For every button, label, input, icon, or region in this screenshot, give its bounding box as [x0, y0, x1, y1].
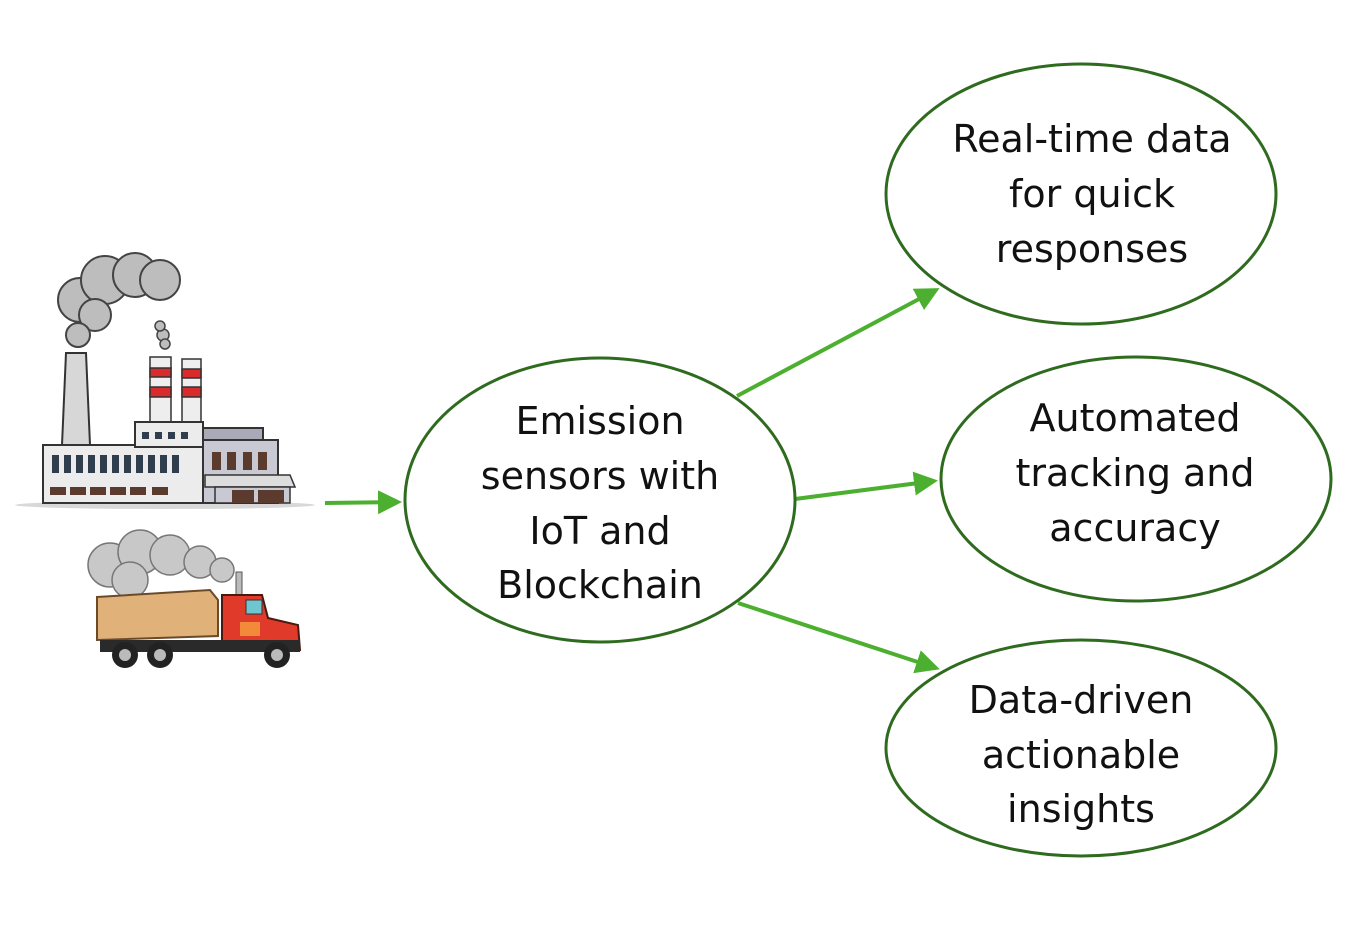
center-ellipse: [403, 356, 797, 644]
center-text-line: Emission: [515, 399, 684, 443]
outcome-ellipse: [884, 62, 1278, 326]
chimney: [60, 352, 92, 446]
truck-illustration: [87, 529, 302, 668]
outcome-text-line: responses: [996, 227, 1188, 271]
outcome-text-line: for quick: [1009, 172, 1175, 216]
factory-illustration: [15, 252, 315, 509]
wheel-icon: [147, 642, 173, 668]
outcome-text-line: accuracy: [1049, 506, 1220, 550]
center-text-line: Blockchain: [497, 563, 703, 607]
outcome-ellipse: [884, 638, 1278, 858]
cargo-box: [96, 588, 219, 642]
outcome-text-line: Real-time data: [952, 117, 1231, 161]
arrow-center-to-insights: [737, 601, 940, 674]
outcome-node-automated: Automated tracking and accuracy: [939, 355, 1333, 603]
outcome-text-line: insights: [1007, 787, 1155, 831]
outcome-text-line: Data-driven: [969, 678, 1194, 722]
wheel-icon: [264, 642, 290, 668]
wheel-icon: [112, 642, 138, 668]
striped-chimney: [181, 358, 202, 423]
center-text-line: IoT and: [529, 509, 670, 553]
center-text-line: sensors with: [481, 454, 719, 498]
arrow-center-to-realtime: [736, 288, 940, 398]
outcome-ellipse: [939, 355, 1333, 603]
center-node: Emission sensors with IoT and Blockchain: [403, 356, 797, 644]
outcome-text-line: actionable: [982, 733, 1180, 777]
smoke-small-icon: [154, 320, 171, 350]
outcome-node-insights: Data-driven actionable insights: [884, 638, 1278, 858]
arrow-sources-to-center: [324, 490, 402, 515]
outcome-text-line: Automated: [1030, 396, 1241, 440]
exhaust-smoke-icon: [87, 529, 235, 599]
smoke-cloud-icon: [57, 252, 181, 348]
striped-chimney: [149, 356, 172, 423]
outcome-text-line: tracking and: [1015, 451, 1254, 495]
arrow-center-to-automated: [794, 471, 938, 501]
outcome-node-realtime: Real-time data for quick responses: [884, 62, 1278, 326]
